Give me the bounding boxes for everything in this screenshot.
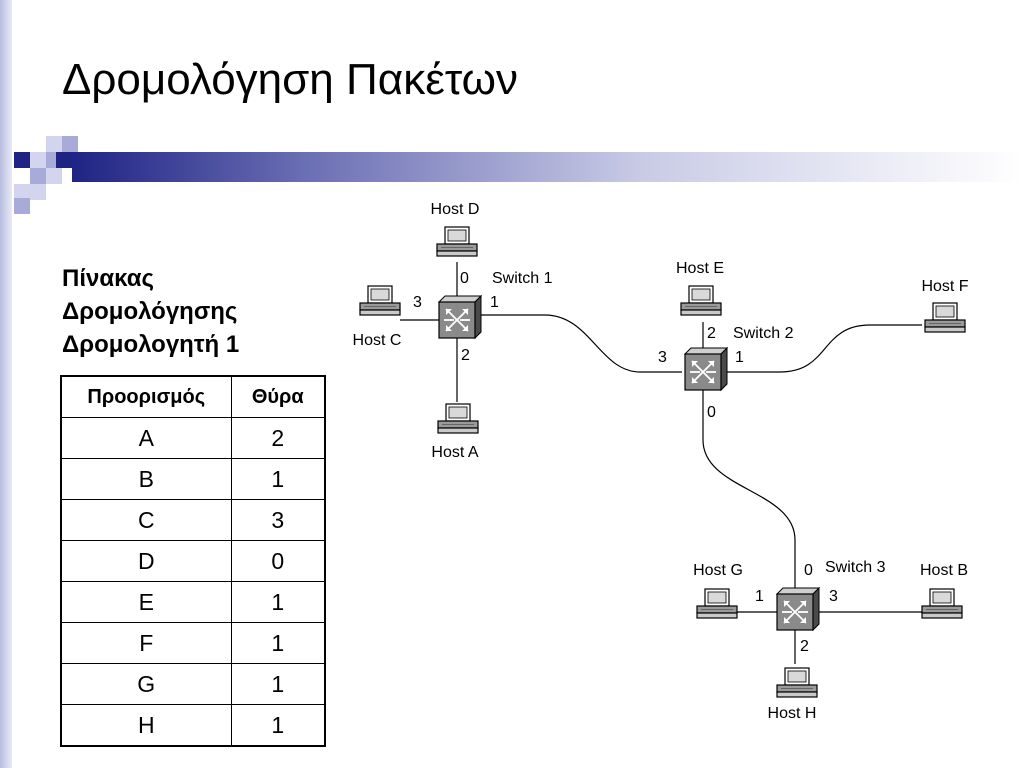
table-row: G 1 xyxy=(60,663,326,705)
host-a-label: Host A xyxy=(431,444,478,461)
host-d-label: Host D xyxy=(431,201,480,218)
deco-square xyxy=(46,136,62,152)
caption-line: Δρομολογητή 1 xyxy=(62,331,240,358)
link-s2-s3 xyxy=(702,390,796,598)
link-s2-host-f xyxy=(721,324,922,373)
host-e-label: Host E xyxy=(676,260,724,277)
title-underline-bar xyxy=(72,152,1024,182)
table-row: H 1 xyxy=(60,704,326,747)
host-f-computer-icon xyxy=(924,302,966,333)
table-caption: Πίνακας Δρομολόγησης Δρομολογητή 1 xyxy=(62,262,239,361)
port-cell: 1 xyxy=(230,704,326,747)
slide-title: Δρομολόγηση Πακέτων xyxy=(62,55,518,104)
table-row: F 1 xyxy=(60,622,326,664)
port-label-s2-3: 3 xyxy=(658,349,667,366)
destination-cell: D xyxy=(60,540,232,582)
port-cell: 3 xyxy=(230,499,326,541)
destination-cell: C xyxy=(60,499,232,541)
host-g-computer-icon xyxy=(696,588,738,619)
link-s1-s2 xyxy=(475,314,682,373)
table-row: A 2 xyxy=(60,417,326,459)
port-cell: 0 xyxy=(230,540,326,582)
port-cell: 1 xyxy=(230,663,326,705)
deco-square xyxy=(30,152,46,168)
table-row: C 3 xyxy=(60,499,326,541)
host-f-label: Host F xyxy=(921,278,968,295)
port-cell: 2 xyxy=(230,417,326,459)
deco-square xyxy=(62,136,78,152)
left-decorative-strip xyxy=(0,0,12,768)
switch-3-icon xyxy=(776,587,820,631)
deco-square xyxy=(30,184,46,200)
switch-1-label: Switch 1 xyxy=(492,270,553,287)
host-e-computer-icon xyxy=(680,285,722,316)
destination-cell: E xyxy=(60,581,232,623)
routing-table: Προορισμός Θύρα A 2 B 1 C 3 D 0 E 1 F 1 xyxy=(60,375,326,747)
host-d-computer-icon xyxy=(436,226,478,257)
port-label-s1-0: 0 xyxy=(460,270,469,287)
port-label-s2-1: 1 xyxy=(735,349,744,366)
port-cell: 1 xyxy=(230,622,326,664)
port-label-s2-2: 2 xyxy=(707,325,716,342)
host-b-computer-icon xyxy=(921,588,963,619)
port-cell: 1 xyxy=(230,458,326,500)
port-label-s3-1: 1 xyxy=(755,588,764,605)
deco-square xyxy=(46,168,62,184)
caption-line: Δρομολόγησης xyxy=(62,298,238,325)
destination-cell: H xyxy=(60,704,232,747)
caption-line: Πίνακας xyxy=(62,265,154,292)
port-label-s2-0: 0 xyxy=(707,404,716,421)
destination-cell: F xyxy=(60,622,232,664)
deco-square xyxy=(14,152,30,168)
port-label-s3-0: 0 xyxy=(804,562,813,579)
deco-square xyxy=(14,184,30,200)
port-label-s1-2: 2 xyxy=(461,347,470,364)
port-label-s1-3: 3 xyxy=(413,294,422,311)
table-row: D 0 xyxy=(60,540,326,582)
deco-square xyxy=(14,198,30,214)
deco-square xyxy=(30,168,46,184)
header-port: Θύρα xyxy=(230,375,326,418)
port-label-s1-1: 1 xyxy=(490,294,499,311)
host-h-computer-icon xyxy=(776,667,818,698)
deco-square xyxy=(56,152,72,168)
host-c-computer-icon xyxy=(359,285,401,316)
destination-cell: G xyxy=(60,663,232,705)
host-a-computer-icon xyxy=(437,403,479,434)
host-h-label: Host H xyxy=(768,705,817,722)
port-label-s3-2: 2 xyxy=(800,638,809,655)
switch-2-icon xyxy=(684,347,728,391)
switch-3-label: Switch 3 xyxy=(825,559,886,576)
host-b-label: Host B xyxy=(920,562,968,579)
port-label-s3-3: 3 xyxy=(829,588,838,605)
host-g-label: Host G xyxy=(693,562,743,579)
switch-2-label: Switch 2 xyxy=(733,325,794,342)
header-destination: Προορισμός xyxy=(60,375,232,418)
table-header-row: Προορισμός Θύρα xyxy=(60,375,326,418)
switch-1-icon xyxy=(438,295,482,339)
host-c-label: Host C xyxy=(353,332,402,349)
